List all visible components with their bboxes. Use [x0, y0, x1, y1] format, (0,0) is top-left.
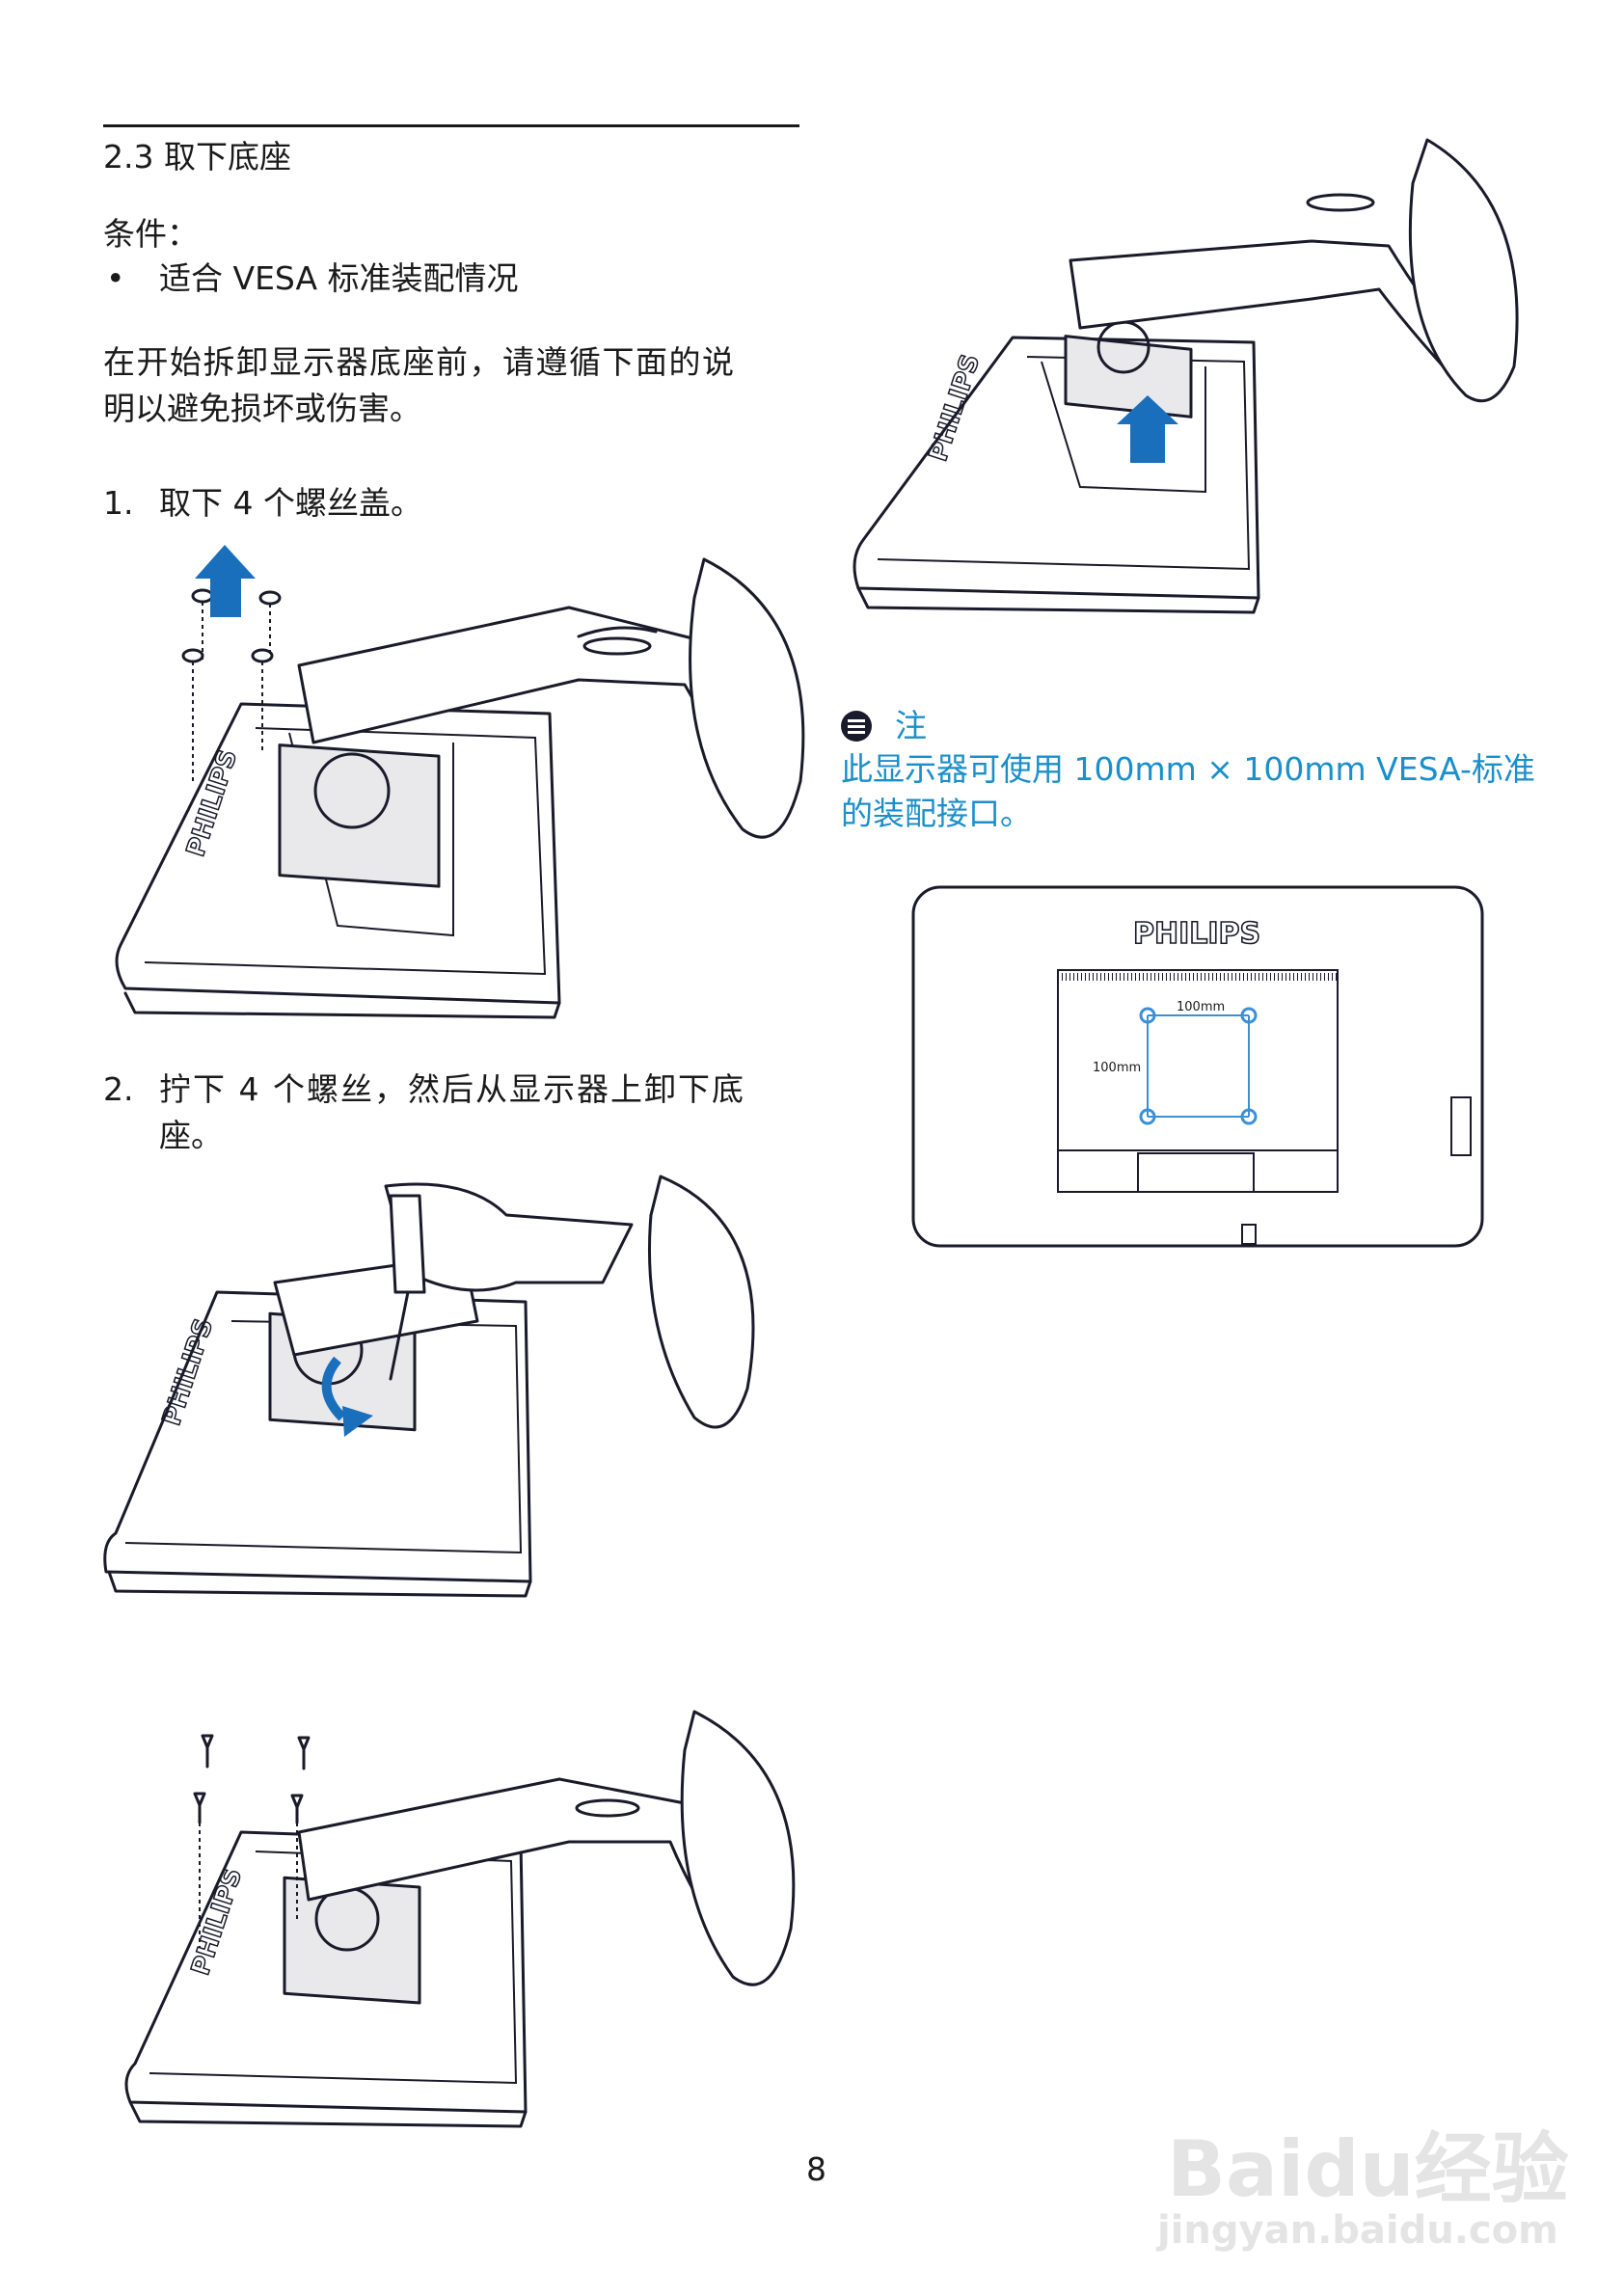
- intro-line1: 在开始拆卸显示器底座前，请遵循下面的说: [103, 343, 736, 381]
- section-title: 2.3 取下底座: [103, 138, 291, 176]
- figure-screws-removed: PHILIPS: [124, 1710, 796, 2128]
- intro-line2: 明以避免损坏或伤害。: [103, 390, 421, 427]
- lift-arrow-icon-2: [1117, 395, 1178, 463]
- note-icon: [841, 711, 872, 742]
- bullet-dot: •: [106, 259, 125, 297]
- screwdriver-icon: [389, 1194, 426, 1294]
- stand-foot-2: [647, 1175, 755, 1429]
- dim-vertical-label: 100mm: [1093, 1061, 1141, 1075]
- dim-horizontal-label: 100mm: [1177, 1000, 1225, 1014]
- figure-lift-off: PHILIPS: [853, 138, 1519, 614]
- hinge-plate: [1064, 335, 1193, 419]
- figure-unscrew: PHILIPS: [103, 1175, 755, 1598]
- watermark-url: jingyan.baidu.com: [1157, 2208, 1558, 2253]
- stand-foot: [689, 557, 805, 839]
- base-plate-2: [103, 1290, 532, 1583]
- stand-arm-2: [273, 1261, 479, 1357]
- page-number: 8: [806, 2150, 826, 2188]
- section-rule: [103, 124, 799, 127]
- note-line1: 此显示器可使用 100mm × 100mm VESA-标准: [841, 750, 1535, 788]
- conditions-label: 条件：: [103, 215, 199, 253]
- watermark-logo: Baidu经验: [1167, 2124, 1569, 2214]
- step1-number: 1.: [103, 484, 134, 522]
- back-brand-logo: PHILIPS: [1133, 917, 1260, 951]
- step2-line1: 拧下 4 个螺丝，然后从显示器上卸下底: [159, 1070, 745, 1108]
- stand-foot-3: [680, 1710, 796, 1986]
- hand: [384, 1182, 634, 1292]
- note-line2: 的装配接口。: [841, 795, 1032, 832]
- step2-number: 2.: [103, 1070, 134, 1108]
- note-label: 注: [895, 707, 927, 744]
- step1-text: 取下 4 个螺丝盖。: [159, 484, 422, 522]
- rotate-arrow-icon: [342, 1406, 373, 1437]
- monitor-back: [853, 336, 1260, 600]
- condition-item: 适合 VESA 标准装配情况: [159, 259, 519, 297]
- step2-line2: 座。: [159, 1117, 223, 1154]
- figure-remove-caps: PHILIPS: [115, 545, 805, 1019]
- figure-vesa-back: PHILIPS 100mm 100mm: [911, 885, 1484, 1248]
- lift-arrow-icon: [195, 545, 256, 617]
- monitor-outline: [911, 885, 1484, 1248]
- stand-foot-4: [1408, 138, 1519, 403]
